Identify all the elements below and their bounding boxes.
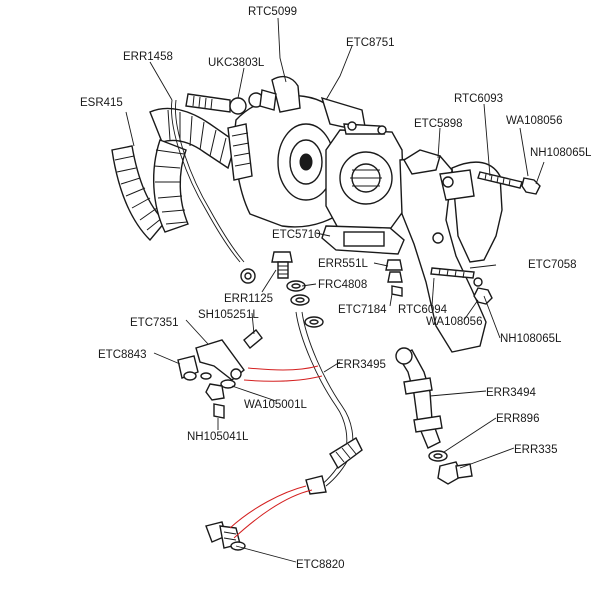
intake-hose [149,107,237,233]
turbocharger-body [227,75,367,228]
label-nh108065l-top: NH108065L [530,147,592,159]
label-wa105001l: WA105001L [244,399,307,411]
part-labels: RTC5099 ETC8751 ERR1458 UKC3803L ESR415 … [80,6,592,571]
label-wa108056-top: WA108056 [506,115,562,127]
label-err1125: ERR1125 [224,293,273,305]
label-nh108065l-bottom: NH108065L [500,333,562,345]
stud-rtc6093 [477,171,541,195]
inlet-hose-esr415 [111,145,166,242]
label-etc7058: ETC7058 [528,259,577,271]
label-etc5898: ETC5898 [414,118,463,130]
label-etc7351: ETC7351 [130,317,179,329]
adaptor-err335 [437,461,473,485]
bracket-etc7351 [177,328,263,389]
label-etc8843: ETC8843 [98,349,147,361]
nut-nh105041l [205,383,225,419]
leader-lines [125,17,545,563]
label-err3494: ERR3494 [486,387,536,399]
hose-err3494 [395,347,443,449]
label-esr415: ESR415 [80,97,123,109]
exhaust-elbow-etc7058 [399,149,503,353]
label-err1458: ERR1458 [123,51,173,63]
turbine-housing [325,121,405,233]
highlight-leaders [229,365,323,539]
label-etc8820: ETC8820 [296,559,345,571]
label-etc8751: ETC8751 [346,37,395,49]
label-sh105251l: SH105251L [198,309,259,321]
label-wa108056-bottom: WA108056 [426,316,482,328]
clip-err896 [428,450,448,462]
label-rtc6094: RTC6094 [398,304,448,316]
stud-rtc6094 [430,267,493,305]
label-rtc5099: RTC5099 [248,6,297,18]
bolt-err551l [385,259,403,297]
bolt-err1125 [271,251,293,279]
label-rtc6093: RTC6093 [454,93,503,105]
label-err335: ERR335 [514,444,557,456]
drain-pipe-err3495 [295,311,363,495]
label-err3495: ERR3495 [336,359,386,371]
label-err551l: ERR551L [318,258,368,270]
label-err896: ERR896 [496,413,539,425]
washers-frc4808 [286,280,324,328]
label-etc5710: ETC5710 [272,229,321,241]
union-etc8820 [205,521,246,551]
label-frc4808: FRC4808 [318,279,367,291]
label-nh105041l: NH105041L [187,431,249,443]
pipe-err1458 [171,99,256,284]
label-etc7184: ETC7184 [338,304,387,316]
gasket-etc5710 [321,225,405,255]
label-ukc3803l: UKC3803L [208,57,265,69]
